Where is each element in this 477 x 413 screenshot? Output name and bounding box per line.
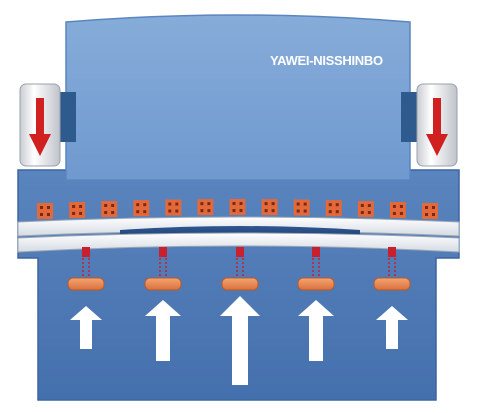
brand-logo: YAWEI-NISSHINBO xyxy=(270,53,383,68)
compensation-cylinder xyxy=(297,247,335,361)
clamp-bolt xyxy=(357,201,374,217)
clamp-bolt xyxy=(389,201,406,218)
compensation-pad xyxy=(67,277,105,291)
right-hydraulic-cylinder xyxy=(401,83,458,167)
up-arrow-icon xyxy=(145,300,181,361)
left-down-arrow-icon xyxy=(29,98,51,156)
clamp-bolt xyxy=(293,199,310,216)
clamp-bolt xyxy=(422,203,438,219)
left-hydraulic-cylinder xyxy=(19,83,76,167)
compensation-cylinder xyxy=(144,247,182,361)
compensation-stem xyxy=(312,247,320,257)
clamp-bolt xyxy=(197,199,214,216)
clamp-bolt-row xyxy=(37,199,438,219)
compensation-cylinder xyxy=(373,247,411,349)
clamp-bolt xyxy=(165,199,182,216)
compensation-pad xyxy=(373,277,411,291)
clamp-bolt xyxy=(325,200,342,217)
compensation-cylinder-row xyxy=(67,247,411,385)
compensation-pad xyxy=(221,277,259,291)
compensation-stem xyxy=(82,247,90,257)
right-down-arrow-icon xyxy=(426,98,448,156)
compensation-pad xyxy=(144,277,182,291)
right-cylinder-mount xyxy=(401,92,421,142)
brand-logo-text: YAWEI-NISSHINBO xyxy=(270,53,383,68)
compensation-stem xyxy=(388,247,396,257)
up-arrow-icon xyxy=(70,306,102,349)
compensation-cylinder xyxy=(220,247,260,385)
left-cylinder-mount xyxy=(56,92,76,142)
compensation-cylinder xyxy=(67,247,105,349)
compensation-pad xyxy=(297,277,335,291)
up-arrow-icon xyxy=(298,300,334,361)
clamp-bolt xyxy=(101,201,118,217)
compensation-stem xyxy=(159,247,167,257)
up-arrow-icon xyxy=(220,296,260,385)
clamp-bolt xyxy=(69,201,86,218)
clamp-bolt xyxy=(133,200,150,217)
crowning-rail xyxy=(17,216,460,253)
clamp-bolt xyxy=(229,199,246,215)
upper-beam xyxy=(65,14,411,181)
clamp-bolt xyxy=(37,203,53,219)
clamp-bolt xyxy=(261,199,278,216)
compensation-stem xyxy=(236,247,244,257)
up-arrow-icon xyxy=(376,306,408,349)
